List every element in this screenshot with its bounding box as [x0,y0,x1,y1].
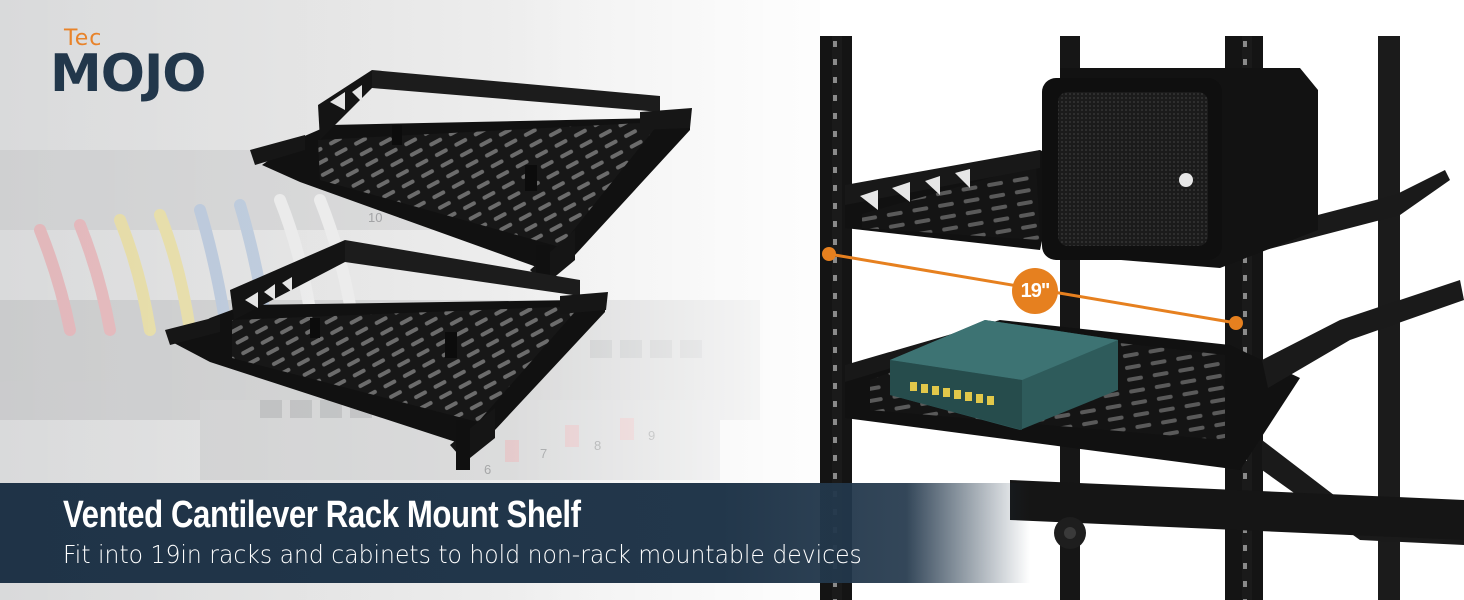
upper-shelf [250,70,692,285]
black-enclosure [1042,68,1318,268]
product-subtitle: Fit into 19in racks and cabinets to hold… [63,540,862,569]
title-banner [0,483,1030,583]
shelf-products [165,70,692,470]
product-title: Vented Cantilever Rack Mount Shelf [63,494,581,536]
logo-mojo-text: MOJO [50,44,207,104]
measurement-badge: 19" [1012,268,1058,314]
lower-shelf [165,240,608,470]
network-switch [890,320,1118,430]
lock-icon [1179,173,1193,187]
tecmojo-logo: Tec MOJO [50,26,235,106]
logo-tec-text: Tec [64,26,103,51]
